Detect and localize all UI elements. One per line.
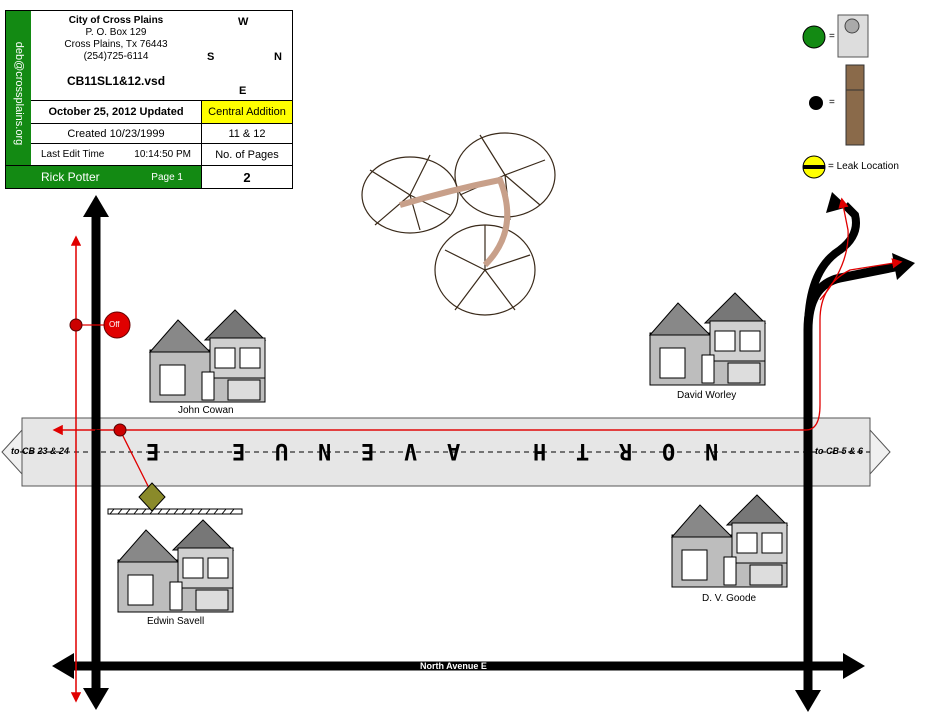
street-letter: N bbox=[705, 438, 719, 463]
street-letter: U bbox=[275, 438, 289, 463]
compass-n-label: N bbox=[274, 51, 282, 63]
pages-label: No. of Pages bbox=[201, 143, 292, 165]
street-letter: T bbox=[576, 438, 590, 463]
last-edit-row: Last Edit Time 10:14:50 PM bbox=[31, 143, 201, 165]
legend-black-eq: = bbox=[829, 97, 835, 108]
west-12th-street-line bbox=[795, 192, 915, 712]
phone: (254)725-6114 bbox=[83, 51, 149, 62]
file-name: CB11SL1&12.vsd bbox=[66, 74, 166, 88]
email-bar: deb@crossplains.org bbox=[6, 11, 31, 188]
addition-name: Central Addition bbox=[201, 100, 292, 123]
street-letter: O bbox=[662, 438, 676, 463]
street-letter: E bbox=[146, 438, 160, 463]
updated-date: October 25, 2012 Updated bbox=[31, 100, 201, 123]
valve-off-label: Off bbox=[109, 320, 120, 329]
label-dv-goode: D. V. Goode bbox=[702, 593, 757, 604]
org-name: City of Cross Plains bbox=[68, 15, 164, 26]
north-avenue-e-road bbox=[1, 417, 891, 487]
label-north-avenue-e: North Avenue E bbox=[420, 661, 487, 671]
compass-e-label: E bbox=[239, 85, 247, 97]
legend-meter-pole-icon bbox=[837, 14, 869, 146]
meter-icon bbox=[113, 423, 127, 437]
house-john-cowan-icon bbox=[148, 309, 267, 403]
email-link[interactable]: deb@crossplains.org bbox=[13, 41, 25, 146]
label-west-12th-street: West 12th Street bbox=[804, 481, 816, 560]
house-david-worley-icon bbox=[648, 292, 767, 386]
po-box: P. O. Box 129 bbox=[85, 27, 147, 38]
street-letter: E bbox=[361, 438, 375, 463]
label-david-worley: David Worley bbox=[677, 390, 737, 401]
sidewalk bbox=[107, 508, 243, 515]
legend-green-valve-icon bbox=[802, 25, 826, 49]
street-letter: H bbox=[533, 438, 547, 463]
sheet-numbers: 11 & 12 bbox=[201, 123, 292, 143]
author-name: Rick Potter bbox=[41, 170, 100, 184]
label-to-cb-23-24: to CB 23 & 24 bbox=[11, 446, 70, 456]
street-letter: R bbox=[619, 438, 633, 463]
city-state: Cross Plains, Tx 76443 bbox=[64, 39, 168, 50]
valve-off-icon bbox=[69, 311, 131, 339]
compass-s-label: S bbox=[207, 51, 215, 63]
street-letter: A bbox=[447, 438, 461, 463]
label-edwin-savell: Edwin Savell bbox=[147, 616, 205, 627]
legend-leak-label: = Leak Location bbox=[828, 161, 899, 172]
last-edit-label: Last Edit Time bbox=[41, 149, 105, 160]
page-count: 2 bbox=[201, 165, 292, 188]
trees-icon bbox=[361, 132, 556, 316]
author-row: Rick Potter Page 1 bbox=[6, 165, 201, 188]
org-header: City of Cross Plains P. O. Box 129 Cross… bbox=[31, 11, 201, 100]
compass-w-label: W bbox=[238, 16, 249, 28]
street-letter: N bbox=[318, 438, 332, 463]
street-letter: E bbox=[232, 438, 246, 463]
west-11th-street-line bbox=[83, 195, 109, 710]
service-line-route bbox=[52, 197, 903, 703]
last-edit-time: 10:14:50 PM bbox=[134, 149, 191, 160]
label-west-11th-street: West 11th Street bbox=[92, 413, 104, 492]
house-edwin-savell-icon bbox=[116, 519, 235, 613]
legend-green-eq: = bbox=[829, 31, 835, 42]
title-block: deb@crossplains.org City of Cross Plains… bbox=[5, 10, 293, 189]
house-dv-goode-icon bbox=[670, 494, 789, 588]
street-letter: V bbox=[404, 438, 418, 463]
legend-black-valve-icon bbox=[809, 96, 823, 110]
north-avenue-e-line bbox=[52, 653, 865, 679]
label-to-cb-5-6: to CB 5 & 6 bbox=[815, 446, 864, 456]
created-date: Created 10/23/1999 bbox=[31, 123, 201, 143]
legend-leak-icon bbox=[802, 155, 826, 179]
page-number: Page 1 bbox=[151, 171, 183, 183]
meter-sign-icon bbox=[138, 482, 166, 512]
label-john-cowan: John Cowan bbox=[178, 405, 234, 416]
